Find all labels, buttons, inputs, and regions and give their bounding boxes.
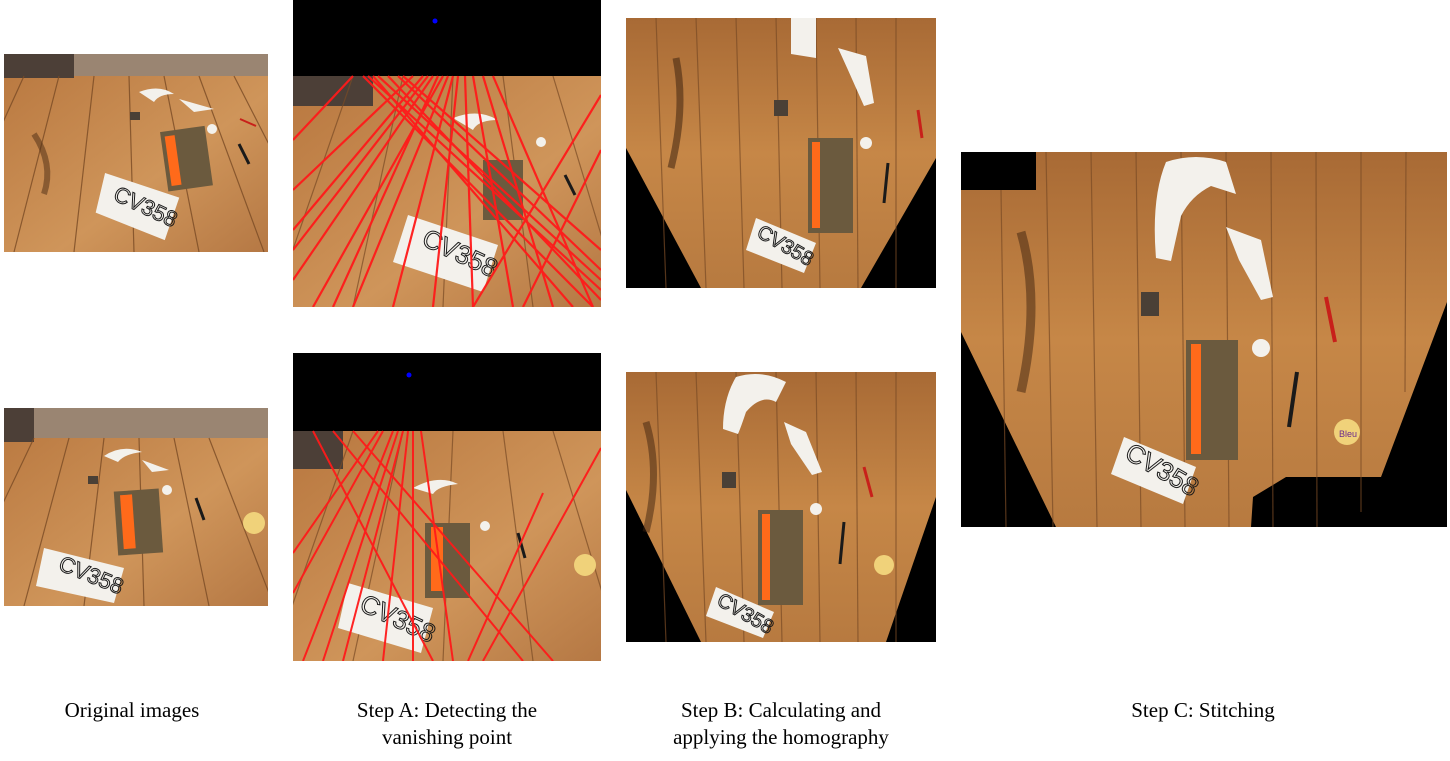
caption-step-b-line2: applying the homography	[673, 725, 889, 749]
caption-step-c: Step C: Stitching	[1100, 697, 1306, 724]
sticker-label: Bleu	[1339, 429, 1357, 439]
caption-step-c-text: Step C: Stitching	[1131, 698, 1275, 722]
step-b-image-top: CV358	[626, 18, 936, 288]
step-a-image-top: CV358	[293, 0, 601, 307]
caption-step-a: Step A: Detecting the vanishing point	[322, 697, 572, 751]
caption-original-text: Original images	[64, 698, 200, 722]
caption-step-a-line1: Step A: Detecting the	[356, 698, 538, 722]
original-image-bottom: CV358	[4, 408, 268, 606]
caption-step-b: Step B: Calculating and applying the hom…	[640, 697, 922, 751]
step-c-stitched-image: CV358 Bleu	[961, 152, 1447, 527]
caption-step-a-line2: vanishing point	[381, 725, 513, 749]
caption-step-b-line1: Step B: Calculating and	[680, 698, 882, 722]
caption-original-images: Original images	[30, 697, 234, 724]
vanishing-point-top	[432, 18, 438, 24]
vanishing-point-bottom	[406, 372, 412, 378]
step-b-image-bottom: CV358	[626, 372, 936, 642]
original-image-top: CV358	[4, 54, 268, 252]
step-a-image-bottom: CV358	[293, 353, 601, 661]
